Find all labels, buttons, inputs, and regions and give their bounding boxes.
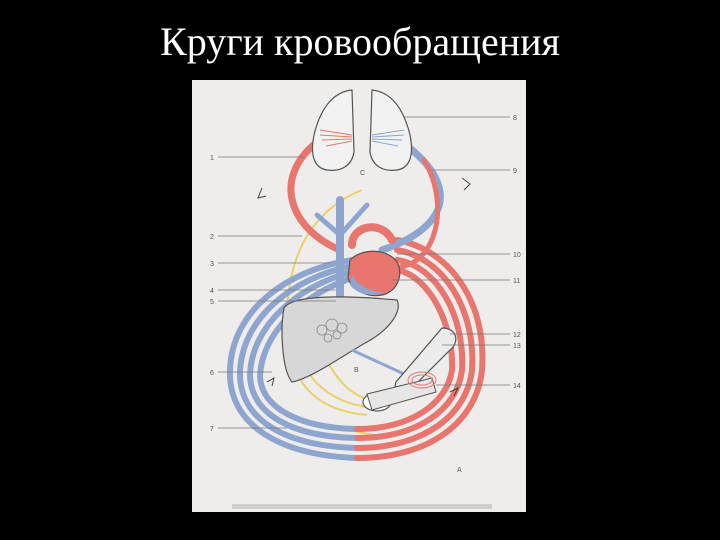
- slide-title: Круги кровообращения: [160, 19, 560, 64]
- callout-7: 7: [210, 426, 214, 433]
- heart-icon: [347, 250, 401, 297]
- right-callouts: [392, 116, 510, 386]
- callout-13: 13: [513, 343, 521, 350]
- callout-14: 14: [513, 383, 521, 390]
- callout-4: 4: [210, 288, 214, 295]
- great-vessels: [314, 196, 396, 299]
- intestine-icon: [362, 327, 457, 412]
- circulation-diagram: C B: [192, 80, 526, 512]
- region-label-c: C: [360, 170, 365, 177]
- callout-5: 5: [210, 299, 214, 306]
- callout-6: 6: [210, 370, 214, 377]
- systemic-arterial-vessels: [354, 237, 486, 461]
- caption-band: [232, 504, 492, 509]
- flow-arrow-icon: [257, 177, 471, 397]
- callout-9: 9: [513, 168, 517, 175]
- callout-2: 2: [210, 234, 214, 241]
- circulation-svg: C B: [210, 89, 521, 509]
- callout-10: 10: [513, 252, 521, 259]
- callout-1: 1: [210, 155, 214, 162]
- left-callouts: [218, 156, 336, 429]
- liver-icon: B: [281, 296, 399, 383]
- callout-8: 8: [513, 115, 517, 122]
- callout-12: 12: [513, 332, 521, 339]
- lungs-icon: C: [311, 89, 413, 177]
- region-label-b: B: [354, 367, 359, 374]
- region-label-a: A: [457, 467, 462, 474]
- callout-11: 11: [513, 278, 520, 285]
- callout-3: 3: [210, 261, 214, 268]
